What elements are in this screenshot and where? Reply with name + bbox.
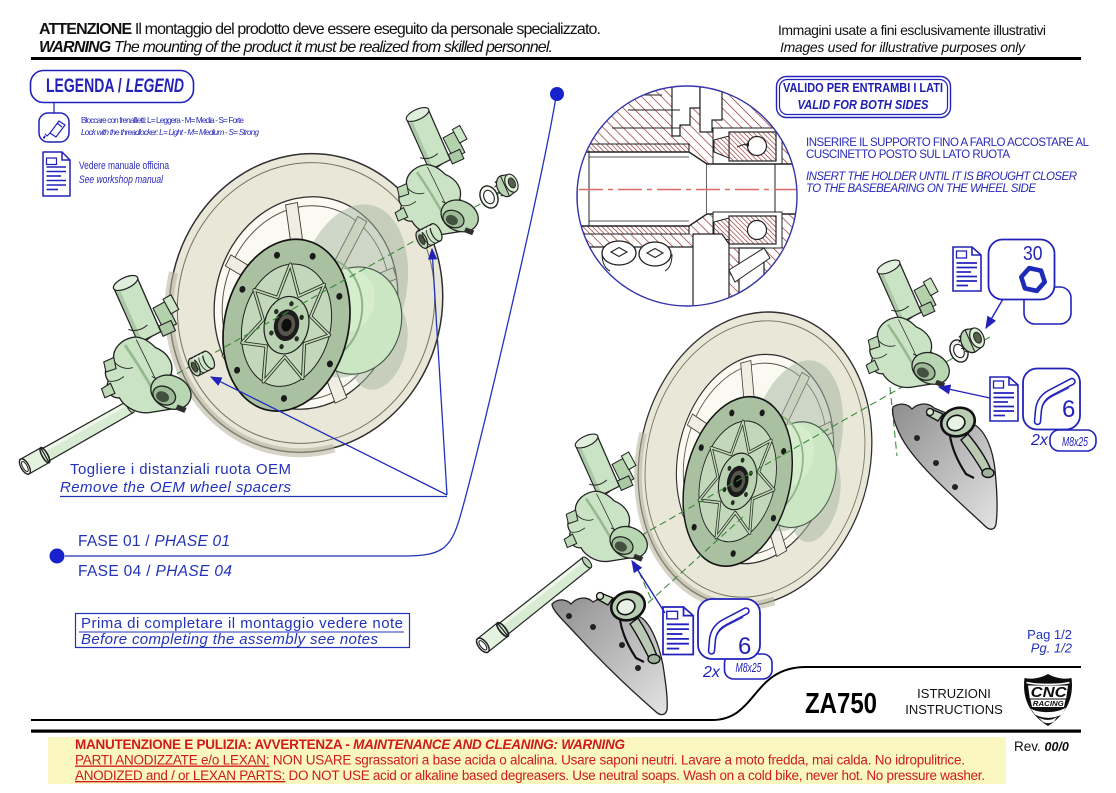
svg-text:CNC: CNC [1031,685,1068,701]
svg-text:See workshop manual: See workshop manual [79,174,163,186]
svg-text:M8x25: M8x25 [1062,435,1088,449]
svg-text:M8x25: M8x25 [736,661,762,675]
svg-text:Immagini usate a fini esclusiv: Immagini usate a fini esclusivamente ill… [778,22,1046,38]
svg-text:Rev. 00/0: Rev. 00/0 [1014,739,1069,754]
svg-text:Bloccare con frenafiletti: L=: Bloccare con frenafiletti: L= Leggera - … [81,116,244,125]
svg-text:Prima di completare il montagg: Prima di completare il montaggio vedere … [81,615,403,632]
svg-text:2x: 2x [702,664,721,681]
svg-text:Pag 1/2: Pag 1/2 [1027,627,1072,642]
svg-text:Lock with the threadlocker: L=: Lock with the threadlocker: L= Light - M… [81,128,259,137]
svg-text:INSERT THE HOLDER UNTIL IT IS: INSERT THE HOLDER UNTIL IT IS BROUGHT CL… [806,171,1077,183]
svg-text:6: 6 [738,633,751,660]
svg-text:INSERIRE IL SUPPORTO FINO A FA: INSERIRE IL SUPPORTO FINO A FARLO ACCOST… [806,137,1090,149]
svg-text:6: 6 [1062,396,1075,423]
svg-text:LEGENDA / LEGEND: LEGENDA / LEGEND [46,76,184,97]
svg-text:Pg. 1/2: Pg. 1/2 [1031,641,1073,656]
svg-text:CUSCINETTO POSTO SUL LATO RUOT: CUSCINETTO POSTO SUL LATO RUOTA [806,149,1010,161]
svg-text:RACING: RACING [1033,699,1064,708]
svg-text:FASE 01 / PHASE 01: FASE 01 / PHASE 01 [78,533,230,550]
svg-text:ATTENZIONE Il montaggio del pr: ATTENZIONE Il montaggio del prodotto dev… [39,21,601,38]
svg-text:FASE 04 / PHASE 04: FASE 04 / PHASE 04 [78,563,232,580]
svg-text:WARNING The mounting of the pr: WARNING The mounting of the product it m… [39,39,553,56]
svg-text:ZA750: ZA750 [805,688,877,720]
svg-text:INSTRUCTIONS: INSTRUCTIONS [905,702,1003,717]
svg-text:VALID FOR BOTH SIDES: VALID FOR BOTH SIDES [798,97,929,112]
svg-text:TO THE BASEBEARING ON THE WHEE: TO THE BASEBEARING ON THE WHEEL SIDE [806,183,1036,195]
svg-text:MANUTENZIONE E PULIZIA: AVVERT: MANUTENZIONE E PULIZIA: AVVERTENZA - MAI… [75,737,625,752]
svg-text:Remove the OEM wheel spacers: Remove the OEM wheel spacers [60,479,292,496]
svg-text:Images used for illustrative p: Images used for illustrative purposes on… [780,39,1026,55]
svg-text:ANODIZED and / or LEXAN PARTS:: ANODIZED and / or LEXAN PARTS: DO NOT US… [75,768,985,783]
svg-text:Vedere manuale officina: Vedere manuale officina [79,160,170,172]
svg-text:Before completing the assembly: Before completing the assembly see notes [81,631,379,648]
svg-text:Togliere i distanziali ruota O: Togliere i distanziali ruota OEM [70,461,291,478]
svg-text:2x: 2x [1030,432,1049,449]
svg-text:30: 30 [1023,243,1043,265]
svg-text:PARTI ANODIZZATE e/o LEXAN:: PARTI ANODIZZATE e/o LEXAN: NON USARE sg… [75,753,965,768]
svg-text:ISTRUZIONI: ISTRUZIONI [917,686,991,701]
svg-text:VALIDO PER ENTRAMBI I LATI: VALIDO PER ENTRAMBI I LATI [783,80,943,95]
